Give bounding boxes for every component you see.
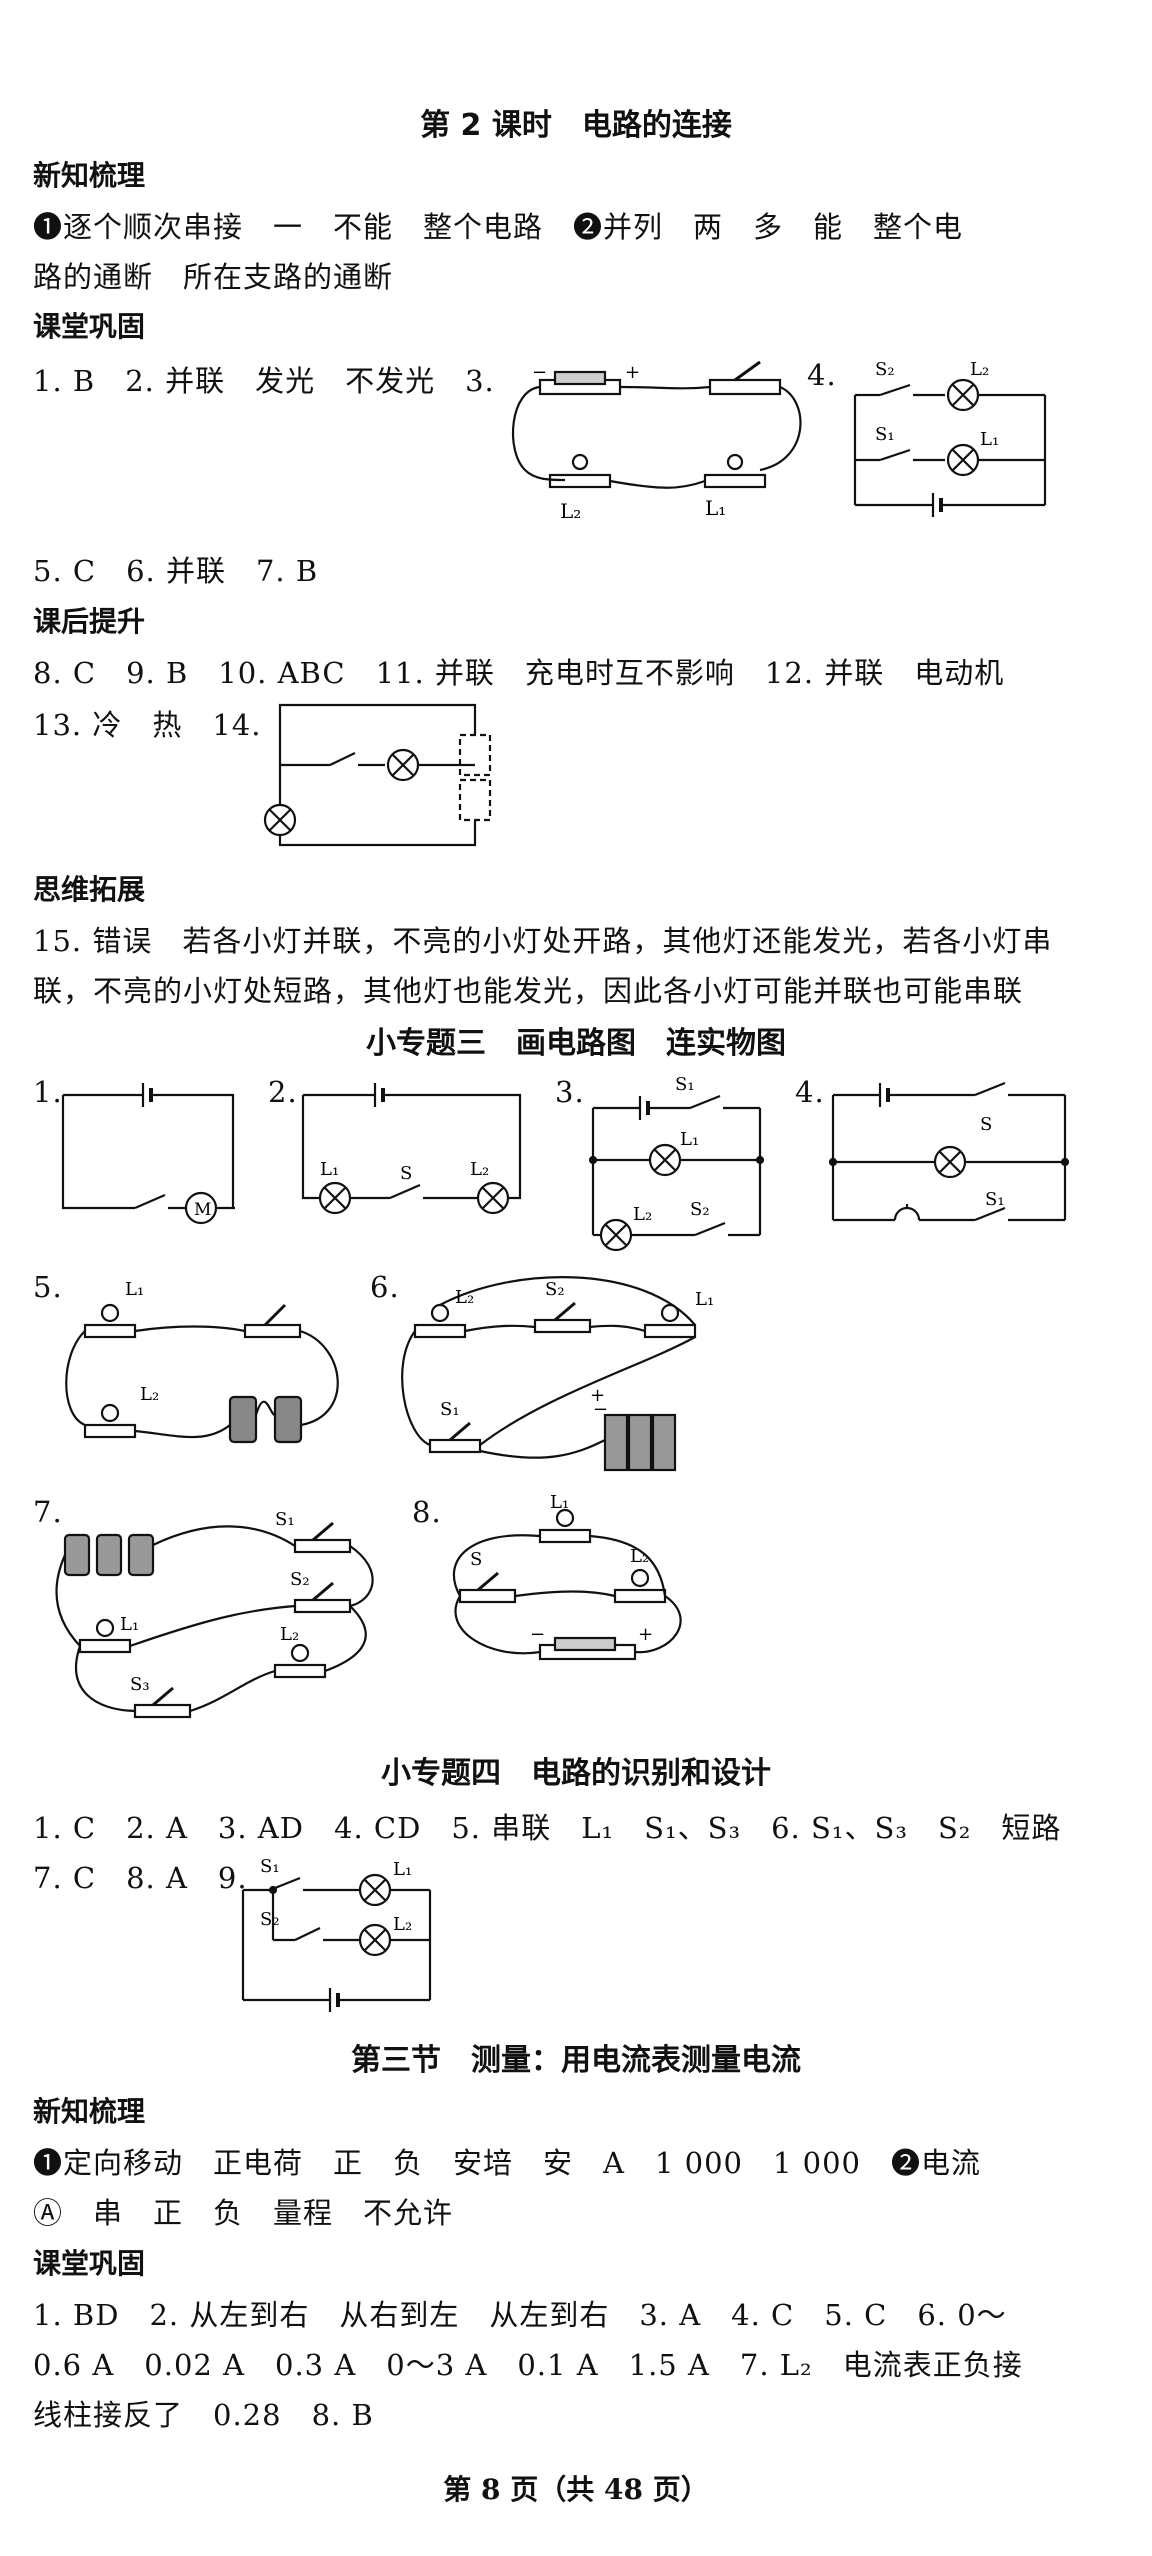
section3-class-heading: 课堂巩固 [33,2247,146,2280]
t4q9-l1: L₁ [393,1859,412,1880]
t3q3-s1: S₁ [675,1074,695,1095]
q3-l1-label: L₁ [705,496,726,520]
t3q6-plus: + [590,1385,605,1406]
class-answers-line-1: 1. B 2. 并联 发光 不发光 3. [33,364,495,398]
motor-label: M [194,1200,211,1220]
t3q2-s: S [400,1163,412,1184]
after-class-line-1: 8. C 9. B 10. ABC 11. 并联 充电时互不影响 12. 并联 … [33,656,1005,690]
page-footer: 第 8 页（共 48 页） [443,2473,709,2506]
t3q3-l2: L₂ [633,1204,652,1225]
lesson-title: 第 2 课时 电路的连接 [420,108,732,143]
q4-s1-label: S₁ [875,424,895,445]
topic4-line-1: 1. C 2. A 3. AD 4. CD 5. 串联 L₁ S₁、S₃ 6. … [33,1811,1062,1845]
topic3-q7-physical-circuit: S₁ S₂ L₁ L₂ S₃ [55,1509,374,1719]
q4-l2-label: L₂ [970,359,989,380]
topic3-q5-physical-circuit: L₁ L₂ [65,1279,339,1444]
topic3-q8-physical-circuit: L₁ S L₂ − + [452,1492,682,1661]
t3q6-s1: S₁ [440,1399,460,1420]
t3q2-l1: L₁ [320,1159,339,1180]
topic3-q1-diagram: M [61,1083,235,1225]
t3q6-minus: − [593,1399,608,1420]
t3q8-minus: − [530,1624,545,1645]
t3q7-l2: L₂ [280,1624,299,1645]
t3q6-s2: S₂ [545,1279,565,1300]
thinking-line-1: 15. 错误 若各小灯并联，不亮的小灯处开路，其他灯还能发光，若各小灯串 [33,924,1053,958]
t3q3-s2: S₂ [690,1199,710,1220]
t4q9-s1: S₁ [260,1856,280,1877]
t3q5-l2: L₂ [140,1384,159,1405]
t3q5-l1: L₁ [125,1279,144,1300]
t3q4-s1: S₁ [985,1189,1005,1210]
q4-s2-label: S₂ [875,359,895,380]
topic3-q3-number: 3. [555,1075,585,1109]
t3q7-s1: S₁ [275,1509,295,1530]
topic4-q9-diagram: S₁ L₁ S₂ L₂ [241,1856,432,2012]
topic3-q6-number: 6. [370,1270,400,1304]
topic3-title: 小专题三 画电路图 连实物图 [366,1026,786,1061]
t3q3-l1: L₁ [680,1129,699,1150]
topic3-q5-number: 5. [33,1270,63,1304]
t3q6-l1: L₁ [695,1289,714,1310]
t3q7-s2: S₂ [290,1569,310,1590]
class-q4-number: 4. [807,358,837,392]
q3-minus-label: − [532,362,547,383]
section3-class-line-3: 线柱接反了 0.28 8. B [33,2398,374,2432]
class-answers-line-2: 5. C 6. 并联 7. B [33,554,319,588]
t4q9-s2: S₂ [260,1909,280,1930]
topic4-title: 小专题四 电路的识别和设计 [381,1756,771,1791]
topic3-q2-diagram: L₁ S L₂ [301,1083,522,1215]
t3q8-l1: L₁ [550,1492,569,1513]
after-class-line-2: 13. 冷 热 14. [33,708,262,742]
q4-l1-label: L₁ [980,429,999,450]
q3-plus-label: + [625,362,640,383]
t3q2-l2: L₂ [470,1159,489,1180]
lesson-q4-circuit-diagram: S₂ L₂ S₁ L₁ [853,359,1047,517]
t3q6-l2: L₂ [455,1287,474,1308]
q3-l2-label: L₂ [560,499,581,520]
t3q8-s: S [470,1549,482,1570]
section3-nk-line-1: ❶定向移动 正电荷 正 负 安培 安 A 1 000 1 000 ❷电流 [33,2146,981,2180]
new-knowledge-heading: 新知梳理 [33,159,146,192]
topic3-q7-number: 7. [33,1495,63,1529]
section3-class-line-1: 1. BD 2. 从左到右 从右到左 从左到右 3. A 4. C 5. C 6… [33,2298,1007,2332]
t3q8-l2: L₂ [630,1546,649,1567]
section3-class-line-2: 0.6 A 0.02 A 0.3 A 0～3 A 0.1 A 1.5 A 7. … [33,2348,1023,2382]
lesson-q3-physical-circuit: − + L₂ L₁ [511,360,802,520]
t3q4-s: S [980,1114,992,1135]
topic3-q8-number: 8. [412,1495,442,1529]
topic4-line-2: 7. C 8. A 9. [33,1861,248,1895]
section3-title: 第三节 测量：用电流表测量电流 [351,2043,801,2078]
topic3-q2-number: 2. [268,1075,298,1109]
topic3-q4-number: 4. [795,1075,825,1109]
topic3-q4-diagram: S S₁ [828,1081,1070,1222]
after-class-heading: 课后提升 [33,605,146,638]
section3-new-knowledge-heading: 新知梳理 [33,2095,146,2128]
topic3-q1-number: 1. [33,1075,63,1109]
section3-nk-line-2: Ⓐ 串 正 负 量程 不允许 [33,2196,454,2230]
class-consolidation-heading: 课堂巩固 [33,310,146,343]
lesson-q14-circuit-diagram [263,703,492,847]
t3q8-plus: + [638,1624,653,1645]
t3q7-s3: S₃ [130,1674,150,1695]
topic3-q6-physical-circuit: L₂ S₂ L₁ S₁ − + [401,1276,714,1472]
thinking-line-2: 联，不亮的小灯处短路，其他灯也能发光，因此各小灯可能并联也可能串联 [33,974,1024,1008]
topic3-q3-diagram: S₁ L₁ L₂ S₂ [588,1074,765,1252]
t3q7-l1: L₁ [120,1614,139,1635]
new-knowledge-line-2: 路的通断 所在支路的通断 [33,260,394,294]
t4q9-l2: L₂ [393,1914,412,1935]
thinking-extension-heading: 思维拓展 [33,873,146,906]
new-knowledge-line-1: ❶逐个顺次串接 一 不能 整个电路 ❷并列 两 多 能 整个电 [33,210,964,244]
